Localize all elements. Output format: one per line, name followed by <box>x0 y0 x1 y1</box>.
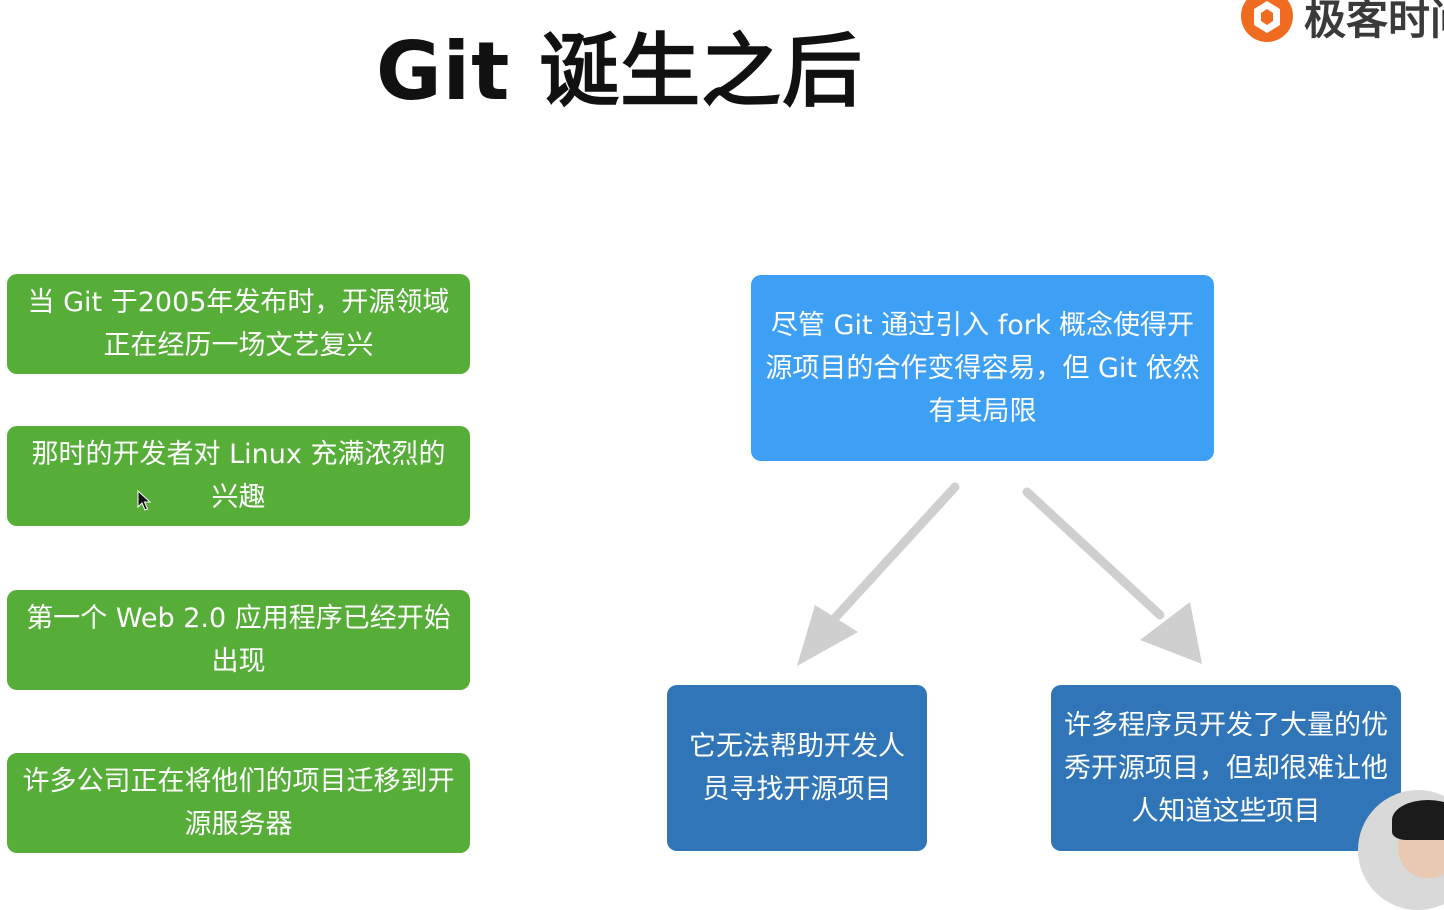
leaf-box-right-text: 许多程序员开发了大量的优秀开源项目，但却很难让他人知道这些项目 <box>1064 709 1388 827</box>
left-box-2: 那时的开发者对 Linux 充满浓烈的兴趣 <box>7 426 470 526</box>
left-box-4: 许多公司正在将他们的项目迁移到开源服务器 <box>7 753 470 853</box>
root-box-text: 尽管 Git 通过引入 fork 概念使得开源项目的合作变得容易，但 Git 依… <box>765 309 1200 427</box>
logo-text: 极客时间 <box>1304 0 1444 44</box>
arrow-to-left-leaf <box>797 482 960 666</box>
mouse-pointer-icon <box>137 490 151 511</box>
left-box-4-text: 许多公司正在将他们的项目迁移到开源服务器 <box>22 766 455 840</box>
leaf-box-right: 许多程序员开发了大量的优秀开源项目，但却很难让他人知道这些项目 <box>1051 685 1401 851</box>
left-box-3-text: 第一个 Web 2.0 应用程序已经开始出现 <box>26 603 451 677</box>
slide-title: Git 诞生之后 <box>376 25 864 118</box>
arrow-to-right-leaf <box>1022 487 1202 664</box>
root-box: 尽管 Git 通过引入 fork 概念使得开源项目的合作变得容易，但 Git 依… <box>751 275 1214 461</box>
left-box-2-text: 那时的开发者对 Linux 充满浓烈的兴趣 <box>31 439 446 513</box>
brand-logo: 极客时间 <box>1238 0 1444 46</box>
left-box-1: 当 Git 于2005年发布时，开源领域正在经历一场文艺复兴 <box>7 274 470 374</box>
left-box-1-text: 当 Git 于2005年发布时，开源领域正在经历一场文艺复兴 <box>27 287 450 361</box>
left-box-3: 第一个 Web 2.0 应用程序已经开始出现 <box>7 590 470 690</box>
presenter-hair <box>1392 800 1444 840</box>
leaf-box-left-text: 它无法帮助开发人员寻找开源项目 <box>689 731 905 805</box>
geektime-logo-icon <box>1238 0 1296 45</box>
leaf-box-left: 它无法帮助开发人员寻找开源项目 <box>667 685 927 851</box>
